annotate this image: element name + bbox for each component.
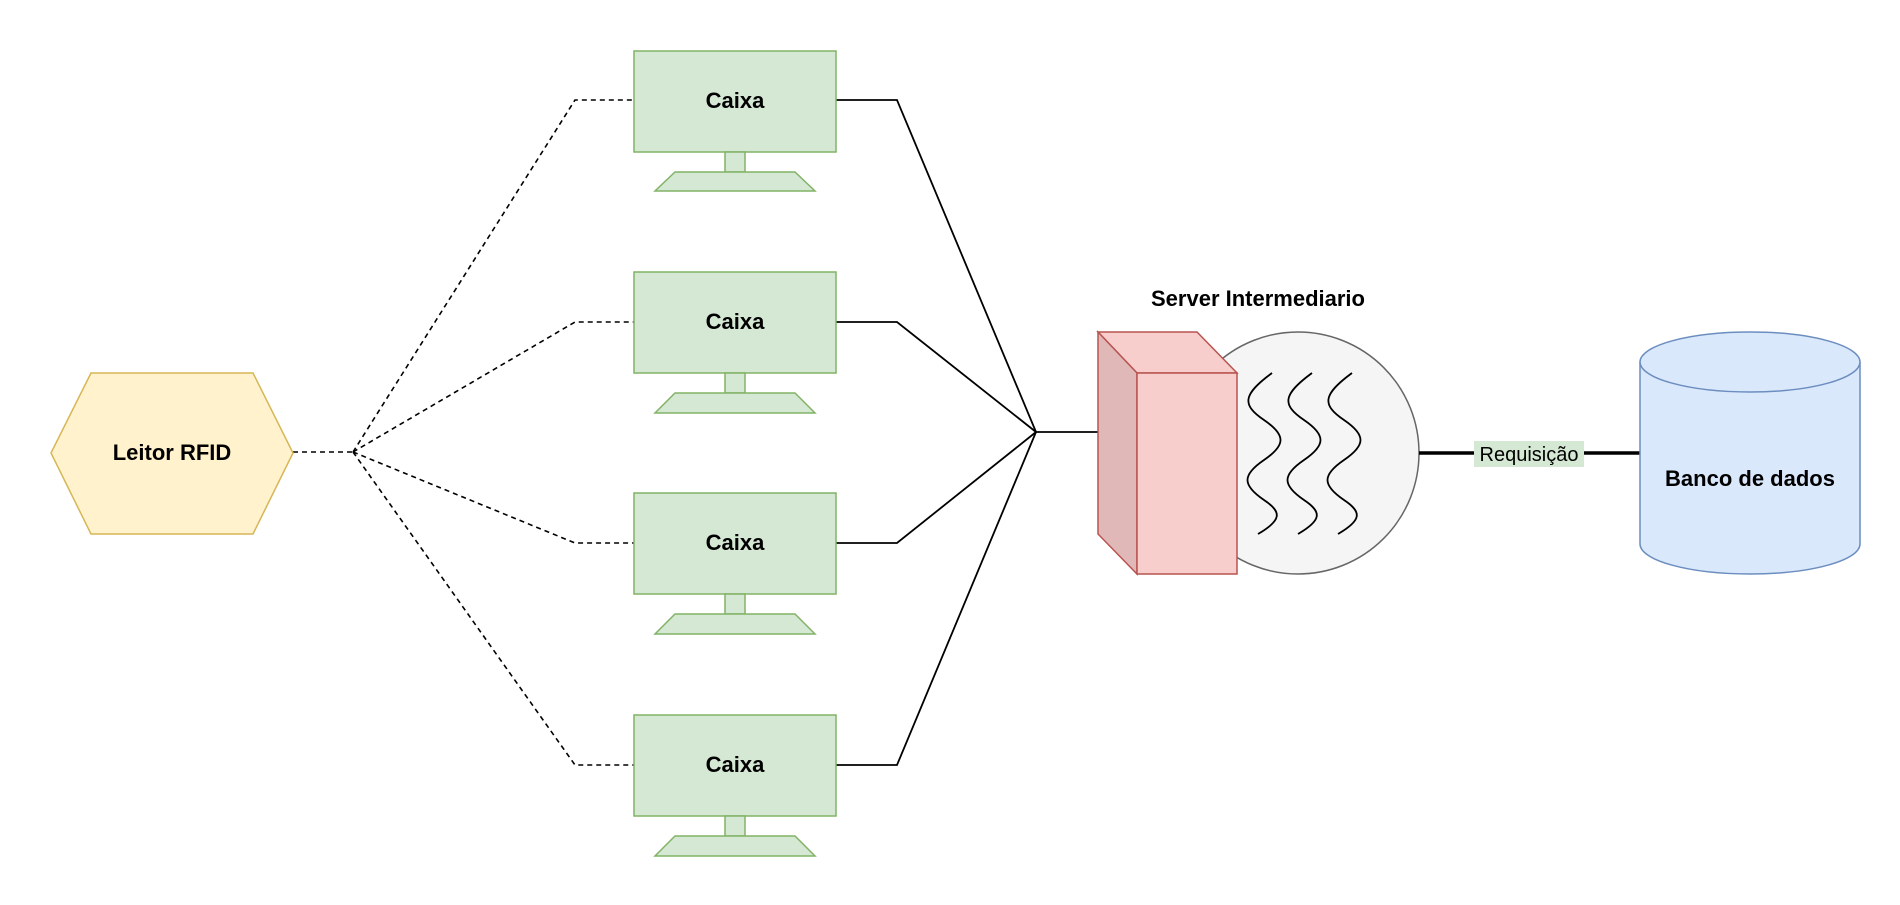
rfid-reader-node[interactable]: Leitor RFID xyxy=(50,372,294,535)
monitor-neck xyxy=(724,151,746,173)
dashed-connector-caixa-1 xyxy=(352,99,634,453)
monitor-base xyxy=(653,171,817,192)
terminal-label: Caixa xyxy=(706,752,765,777)
monitor-neck xyxy=(724,593,746,615)
terminal-caixa-2[interactable]: Caixa xyxy=(633,271,837,414)
monitor-screen xyxy=(633,271,837,374)
database-label: Banco de dados xyxy=(1665,466,1835,491)
monitor-neck xyxy=(724,815,746,837)
request-label-background xyxy=(1474,441,1584,467)
database-cylinder-top xyxy=(1639,331,1861,393)
request-label: Requisição xyxy=(1480,444,1579,466)
server-box xyxy=(1096,330,1239,576)
monitor-screen xyxy=(633,50,837,153)
terminal-label: Caixa xyxy=(706,88,765,113)
wave-icon xyxy=(1246,372,1362,535)
monitor-base xyxy=(653,835,817,857)
intermediate-server-node[interactable]: Server Intermediario xyxy=(1096,286,1420,576)
terminal-label: Caixa xyxy=(706,309,765,334)
database-cylinder-body xyxy=(1639,362,1861,575)
rfid-connectors xyxy=(293,99,634,766)
rfid-reader-hexagon xyxy=(50,372,294,535)
monitor-base xyxy=(653,392,817,414)
server-title: Server Intermediario xyxy=(1151,286,1365,311)
server-connectors xyxy=(836,99,1098,766)
monitor-base xyxy=(653,613,817,635)
connector-caixa-1-server xyxy=(836,99,1037,433)
dashed-connector-caixa-2 xyxy=(352,321,634,453)
rfid-reader-label: Leitor RFID xyxy=(113,440,232,465)
connector-caixa-4-server xyxy=(836,431,1037,766)
connector-caixa-3-server xyxy=(836,431,1037,544)
connector-caixa-2-server xyxy=(836,321,1037,433)
dashed-connector-caixa-4 xyxy=(352,451,634,766)
server-box-front xyxy=(1136,372,1238,575)
terminal-caixa-1[interactable]: Caixa xyxy=(633,50,837,192)
dashed-connector-caixa-3 xyxy=(352,451,634,544)
server-box-side xyxy=(1097,330,1138,576)
terminal-caixa-4[interactable]: Caixa xyxy=(633,714,837,857)
terminal-label: Caixa xyxy=(706,530,765,555)
database-node[interactable]: Banco de dados xyxy=(1639,331,1861,575)
monitor-neck xyxy=(724,372,746,394)
request-connector: Requisição xyxy=(1419,441,1640,467)
terminal-caixa-3[interactable]: Caixa xyxy=(633,492,837,635)
